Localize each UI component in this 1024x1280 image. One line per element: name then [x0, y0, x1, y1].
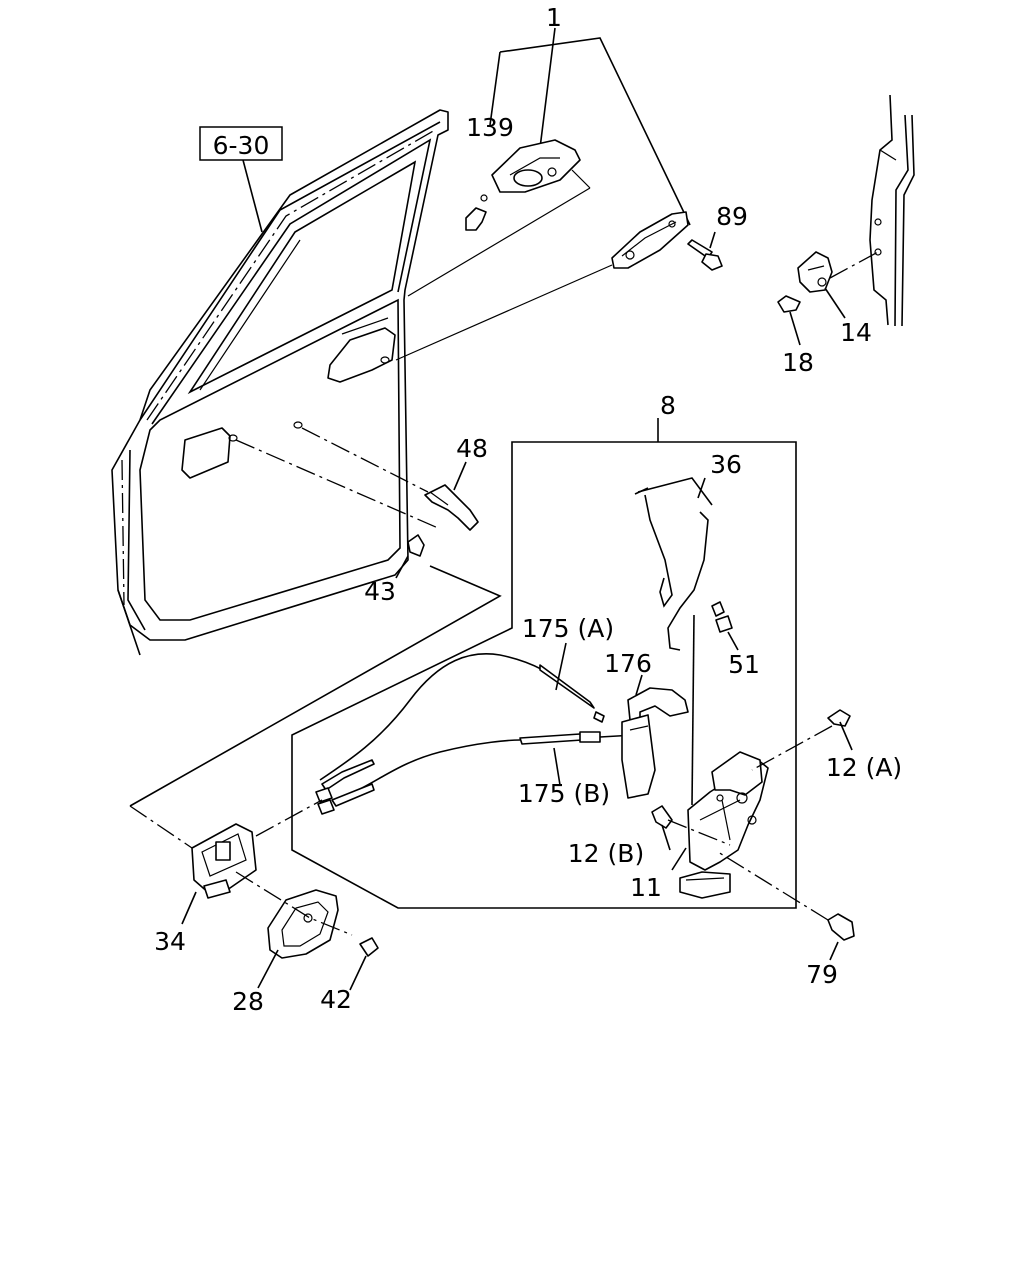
callout-1: 1 — [546, 3, 562, 32]
clip-51 — [711, 601, 739, 651]
bracket-48 — [424, 461, 479, 531]
guide-line-handle — [129, 805, 193, 849]
guide-line-bracket — [301, 427, 429, 493]
rod-36 — [634, 477, 713, 651]
callout-8: 8 — [660, 391, 676, 420]
callout-18: 18 — [782, 348, 814, 377]
reference-box-label: 6-30 — [213, 131, 270, 160]
guide-line-bezel — [235, 871, 353, 936]
cable-175a — [319, 642, 605, 781]
callout-12a: 12 (A) — [826, 753, 902, 782]
callout-11: 11 — [630, 873, 662, 902]
callout-79: 79 — [806, 960, 838, 989]
callout-14: 14 — [840, 318, 872, 347]
screw-12b — [651, 805, 731, 851]
callout-36: 36 — [710, 450, 742, 479]
door-panel — [111, 109, 449, 656]
callout-43: 43 — [364, 577, 396, 606]
door-lock-11 — [671, 614, 769, 899]
callout-12b: 12 (B) — [568, 839, 644, 868]
bracket-176 — [621, 674, 689, 799]
guide-line-frame — [129, 565, 502, 807]
lock-assembly-outline — [291, 418, 797, 909]
callout-175a: 175 (A) — [522, 614, 614, 643]
callout-labels: 1 139 89 14 18 8 48 36 43 175 (A) 176 51… — [154, 3, 902, 1016]
callout-42: 42 — [320, 985, 352, 1014]
reference-box: 6-30 — [199, 126, 283, 233]
exterior-handle-group — [395, 27, 691, 361]
callout-175b: 175 (B) — [518, 779, 610, 808]
callout-89: 89 — [716, 202, 748, 231]
guide-line-speaker — [235, 439, 439, 529]
callout-28: 28 — [232, 987, 264, 1016]
bezel-28 — [257, 889, 339, 989]
screw-12a — [751, 709, 853, 771]
screw-18 — [777, 295, 801, 346]
guide-line-cable — [255, 799, 323, 837]
striker-14 — [797, 251, 879, 319]
screw-79 — [717, 851, 855, 961]
callout-139: 139 — [466, 113, 514, 142]
callout-34: 34 — [154, 927, 186, 956]
callout-51: 51 — [728, 650, 760, 679]
callout-48: 48 — [456, 434, 488, 463]
screw-42 — [349, 937, 379, 991]
clip-43 — [395, 534, 425, 579]
inside-handle-34 — [181, 823, 257, 925]
body-pillar — [869, 94, 915, 327]
callout-176: 176 — [604, 649, 652, 678]
cable-ends — [315, 759, 375, 815]
bolt-89 — [687, 231, 723, 271]
